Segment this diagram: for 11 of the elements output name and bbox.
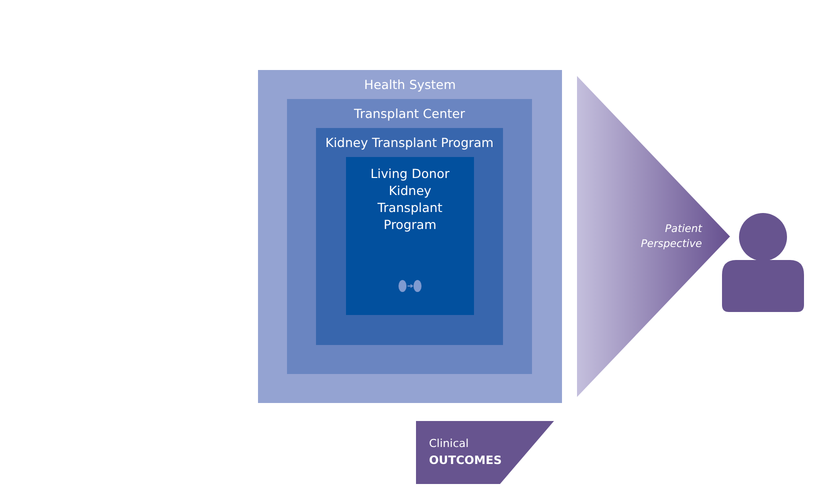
box-title: Health System: [364, 76, 456, 94]
triangle-label: Patient Perspective: [640, 222, 702, 252]
box-title: Transplant Center: [354, 105, 465, 123]
box-title: Living Donor Kidney Transplant Program: [369, 165, 451, 233]
box-title: Kidney Transplant Program: [325, 134, 494, 152]
nested-box: [316, 128, 503, 345]
tag-label: OUTCOMES: [429, 453, 502, 467]
nested-box: [258, 70, 562, 403]
tag-label: Clinical: [429, 437, 469, 450]
nested-box: [287, 99, 532, 374]
program-box: [346, 157, 474, 315]
